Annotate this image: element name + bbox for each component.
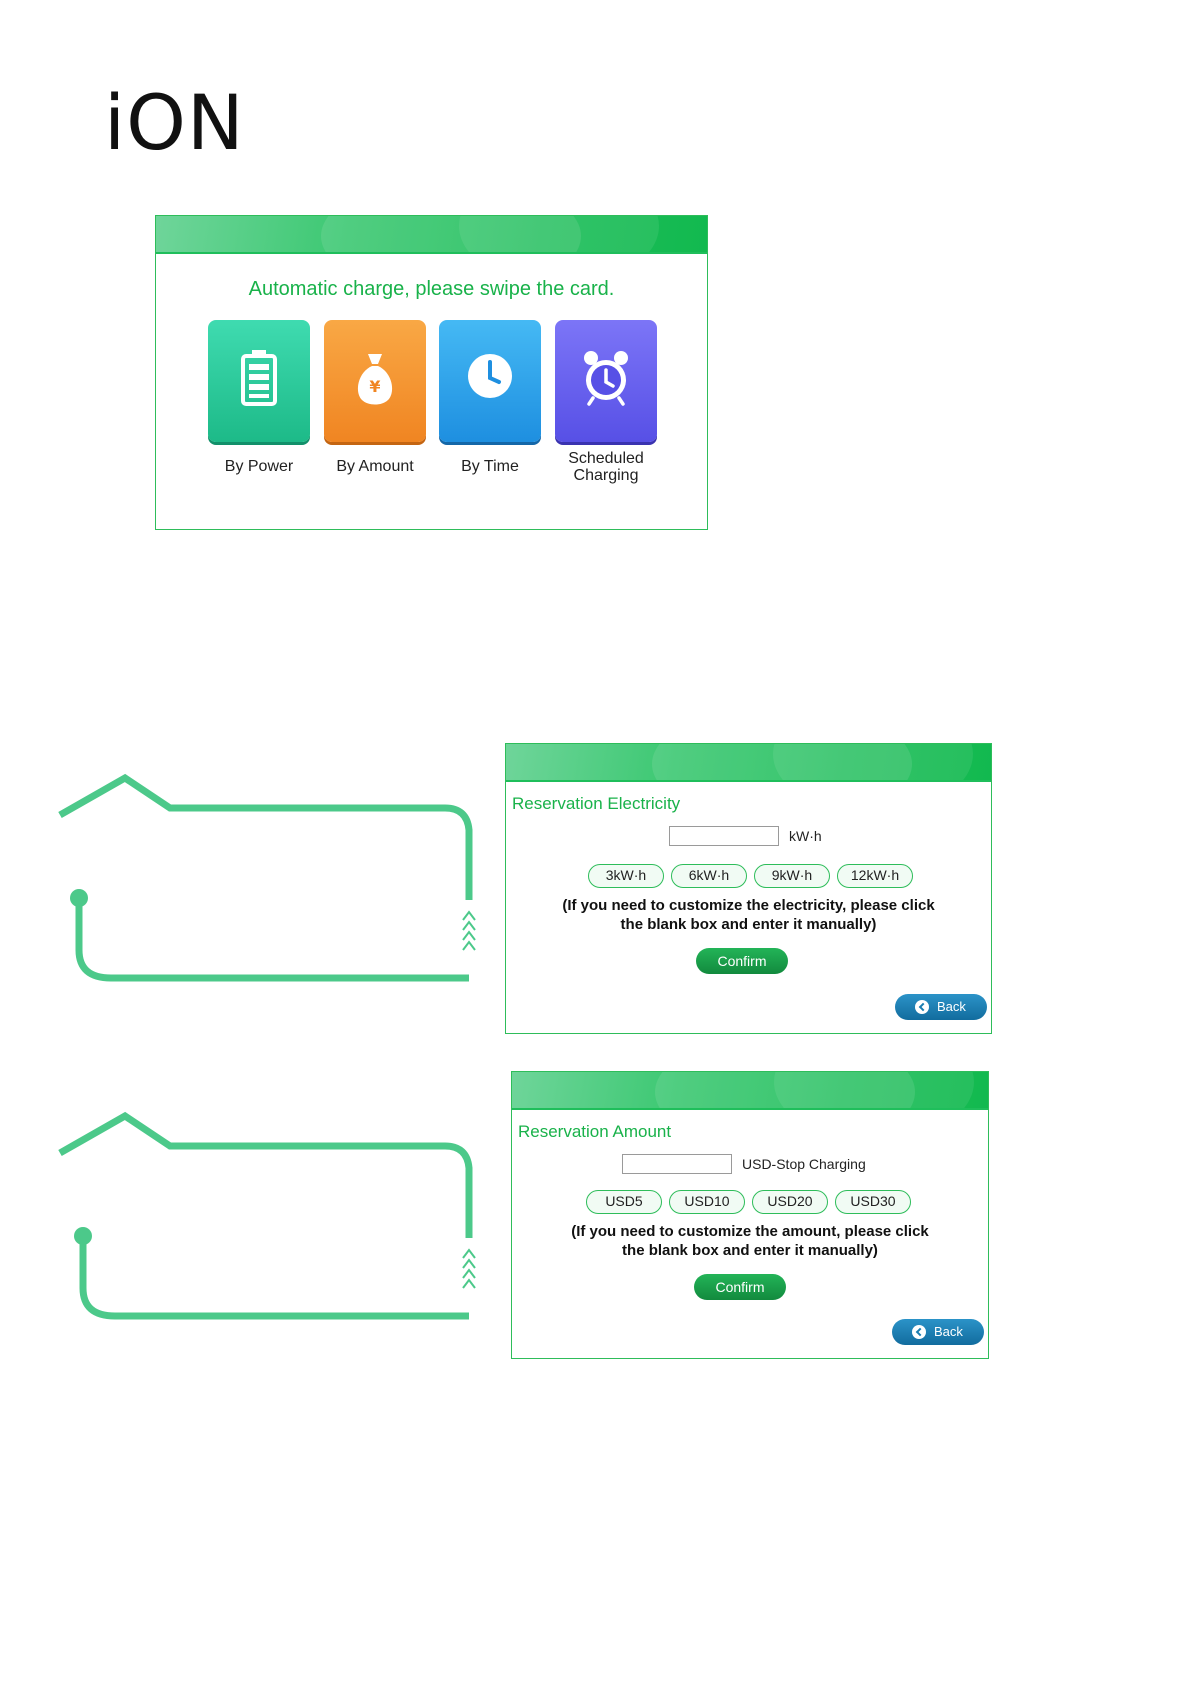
back-label: Back — [934, 1324, 963, 1339]
screen-header-bar — [506, 744, 991, 824]
custom-input-hint: (If you need to customize the amount, pl… — [512, 1222, 988, 1260]
alarm-clock-icon — [584, 351, 628, 406]
money-bag-icon: ¥ — [357, 354, 393, 405]
screen-header-bar — [156, 216, 707, 296]
hint-line1: (If you need to customize the electricit… — [562, 897, 935, 914]
decorative-callout-frame-1 — [58, 773, 476, 982]
scheduled-label-line1: Scheduled — [568, 450, 644, 467]
electricity-input[interactable] — [669, 826, 779, 846]
by-time-tile[interactable] — [439, 320, 541, 442]
screen-title: Reservation Amount — [518, 1122, 672, 1141]
decorative-callout-frame-2 — [58, 1111, 476, 1320]
reservation-electricity-screen: Reservation Electricity kW·h 3kW·h 6kW·h… — [505, 743, 992, 1034]
preset-3kwh-button[interactable]: 3kW·h — [588, 864, 664, 888]
svg-text:¥: ¥ — [369, 377, 380, 396]
hint-line1: (If you need to customize the amount, pl… — [571, 1223, 929, 1240]
scheduled-label-line2: Charging — [573, 467, 639, 484]
screen-header-bar — [512, 1072, 988, 1152]
electricity-unit-label: kW·h — [789, 828, 822, 844]
battery-icon — [241, 350, 277, 406]
swipe-card-prompt: Automatic charge, please swipe the card. — [248, 278, 615, 300]
preset-usd20-button[interactable]: USD20 — [752, 1190, 828, 1214]
back-arrow-icon — [912, 1325, 926, 1339]
reservation-amount-screen: Reservation Amount USD-Stop Charging USD… — [511, 1071, 989, 1359]
amount-input[interactable] — [622, 1154, 732, 1174]
header-divider — [156, 252, 707, 254]
back-arrow-icon — [915, 1000, 929, 1014]
back-button[interactable]: Back — [895, 994, 987, 1020]
brand-logo: iON — [104, 78, 245, 167]
preset-usd10-button[interactable]: USD10 — [669, 1190, 745, 1214]
preset-usd30-button[interactable]: USD30 — [835, 1190, 911, 1214]
hint-line2: the blank box and enter it manually) — [620, 916, 877, 933]
by-amount-tile[interactable]: ¥ — [324, 320, 426, 442]
clock-icon — [468, 354, 512, 398]
custom-input-hint: (If you need to customize the electricit… — [506, 896, 991, 934]
by-time-label: By Time — [461, 458, 519, 475]
by-power-tile[interactable] — [208, 320, 310, 442]
preset-usd5-button[interactable]: USD5 — [586, 1190, 662, 1214]
confirm-button[interactable]: Confirm — [694, 1274, 786, 1300]
header-divider — [512, 1108, 988, 1110]
by-amount-label: By Amount — [336, 458, 414, 475]
preset-6kwh-button[interactable]: 6kW·h — [671, 864, 747, 888]
by-power-label: By Power — [224, 458, 294, 475]
preset-12kwh-button[interactable]: 12kW·h — [837, 864, 913, 888]
amount-unit-label: USD-Stop Charging — [742, 1156, 866, 1172]
hint-line2: the blank box and enter it manually) — [622, 1242, 878, 1259]
confirm-button[interactable]: Confirm — [696, 948, 788, 974]
back-button[interactable]: Back — [892, 1319, 984, 1345]
back-label: Back — [937, 999, 966, 1014]
header-divider — [506, 780, 991, 782]
charge-mode-screen: Automatic charge, please swipe the card.… — [155, 215, 708, 530]
preset-9kwh-button[interactable]: 9kW·h — [754, 864, 830, 888]
screen-title: Reservation Electricity — [512, 794, 681, 813]
scheduled-charging-tile[interactable] — [555, 320, 657, 442]
scheduled-charging-label: Scheduled Charging — [536, 450, 676, 484]
